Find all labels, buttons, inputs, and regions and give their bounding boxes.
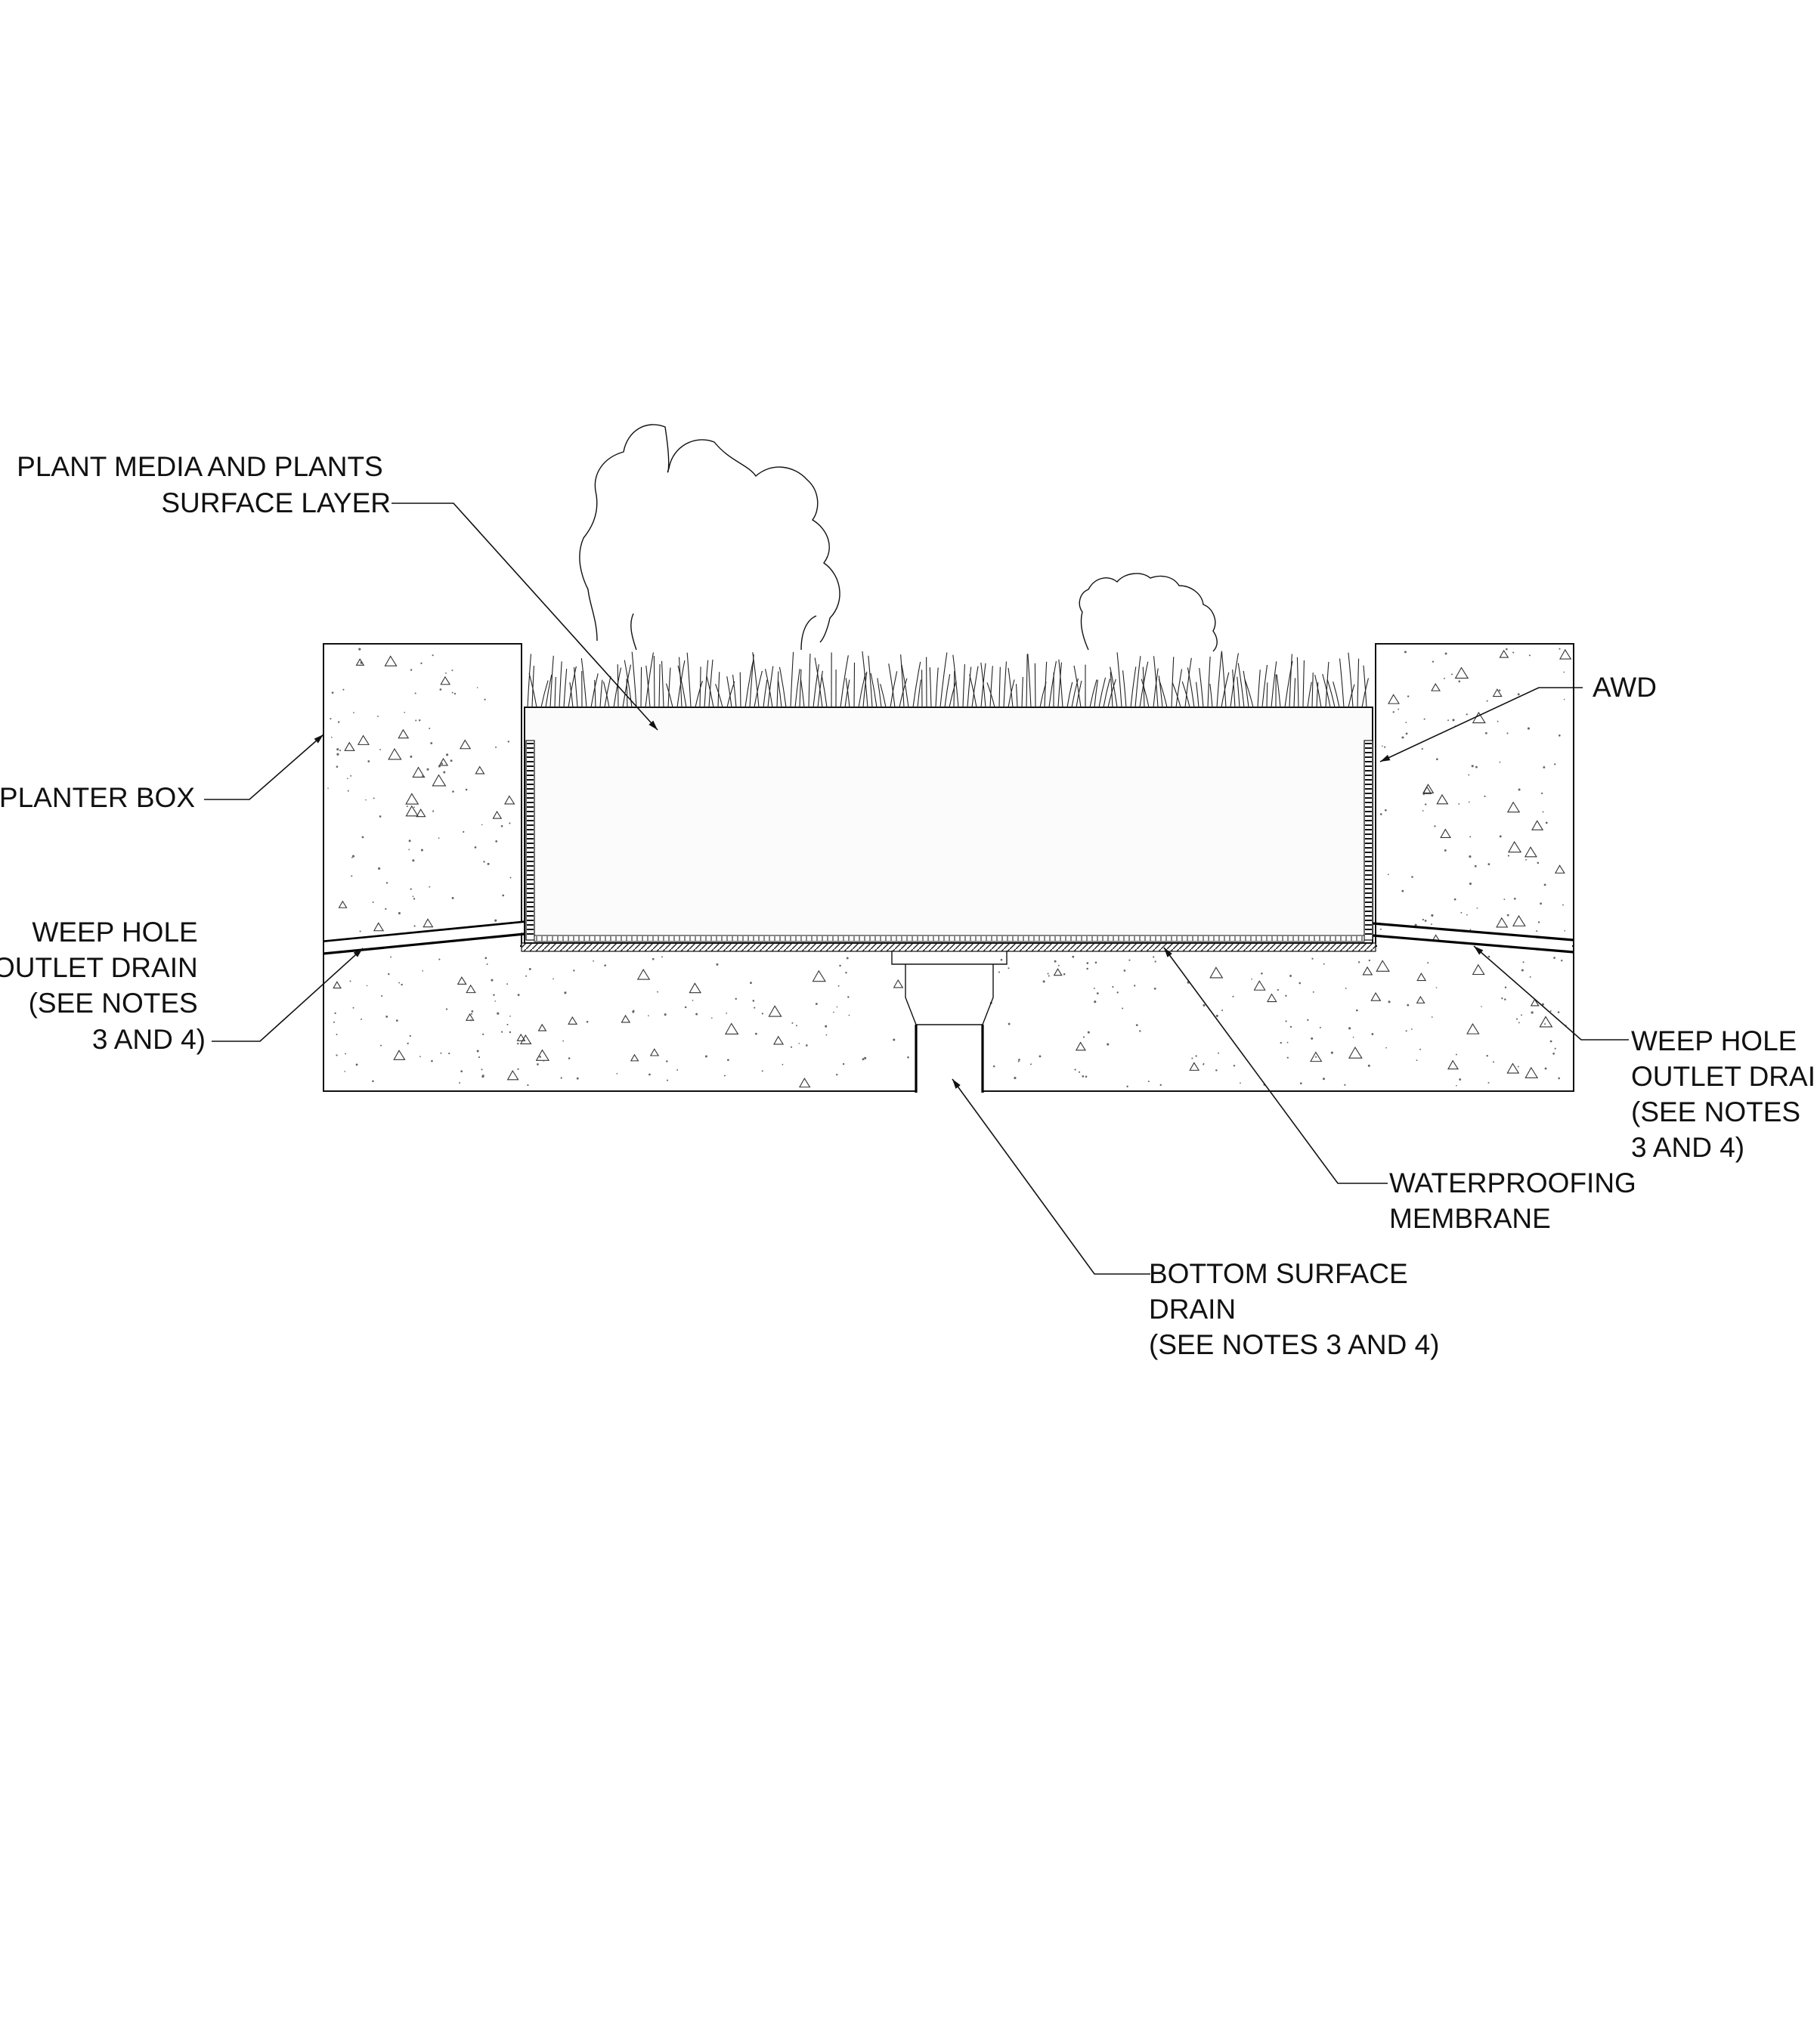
- label-weep-hole-left: WEEP HOLE OUTLET DRAIN (SEE NOTES 3 AND …: [0, 917, 206, 1055]
- plant-media-box: [524, 707, 1373, 944]
- label-waterproofing: WATERPROOFING MEMBRANE: [1389, 1167, 1644, 1234]
- leader-awd: [1379, 687, 1583, 762]
- leader-weep-left: [212, 948, 364, 1042]
- leader-weep-right: [1473, 945, 1629, 1041]
- leader-bottom-drain: [952, 1078, 1150, 1275]
- label-waterproofing-line2: MEMBRANE: [1389, 1203, 1551, 1234]
- label-planter-box-line1: PLANTER BOX: [0, 782, 195, 813]
- label-waterproofing-line1: WATERPROOFING: [1389, 1167, 1636, 1198]
- leader-plant-media: [392, 502, 658, 731]
- label-planter-box: PLANTER BOX: [0, 782, 195, 813]
- label-awd-line1: AWD: [1593, 672, 1657, 703]
- bottom-surface-drain: [891, 951, 1008, 1093]
- drain-pipe-opening: [916, 997, 983, 1093]
- label-bottom-drain-line1: BOTTOM SURFACE: [1149, 1258, 1408, 1289]
- weep-hole-right: [1372, 922, 1574, 954]
- left-wall: [323, 643, 522, 947]
- label-bottom-drain-line2: DRAIN: [1149, 1294, 1236, 1325]
- label-plant-media-line2: SURFACE LAYER: [161, 487, 391, 518]
- label-weep-left-line4: 3 AND 4): [92, 1024, 206, 1055]
- shrub-small: [1079, 573, 1218, 652]
- shrub-large: [579, 424, 840, 651]
- label-bottom-drain-line3: (SEE NOTES 3 AND 4): [1149, 1329, 1440, 1360]
- label-weep-right-line4: 3 AND 4): [1631, 1132, 1744, 1163]
- label-weep-right-line2: OUTLET DRAIN: [1631, 1061, 1817, 1092]
- label-weep-left-line2: OUTLET DRAIN: [0, 952, 198, 983]
- label-plant-media-line1: PLANT MEDIA AND PLANTS: [17, 451, 383, 482]
- leader-waterproofing: [1163, 947, 1388, 1184]
- right-wall: [1375, 643, 1574, 947]
- label-awd: AWD: [1593, 672, 1657, 703]
- awd-drainage-layer: [525, 740, 1373, 942]
- grass-fringe: [527, 651, 1369, 708]
- label-weep-left-line3: (SEE NOTES: [29, 988, 198, 1019]
- label-weep-right-line1: WEEP HOLE: [1631, 1025, 1797, 1056]
- leaders: [204, 502, 1629, 1275]
- concrete-stipple: [327, 648, 1572, 1088]
- label-weep-left-line1: WEEP HOLE: [32, 917, 197, 948]
- label-weep-right-line3: (SEE NOTES: [1631, 1096, 1800, 1127]
- label-bottom-drain: BOTTOM SURFACE DRAIN (SEE NOTES 3 AND 4): [1149, 1258, 1440, 1360]
- leader-planter-box: [204, 734, 324, 800]
- label-weep-hole-right: WEEP HOLE OUTLET DRAIN (SEE NOTES 3 AND …: [1631, 1025, 1817, 1163]
- label-plant-media: PLANT MEDIA AND PLANTS SURFACE LAYER: [17, 451, 391, 518]
- waterproofing-membrane: [521, 942, 1376, 952]
